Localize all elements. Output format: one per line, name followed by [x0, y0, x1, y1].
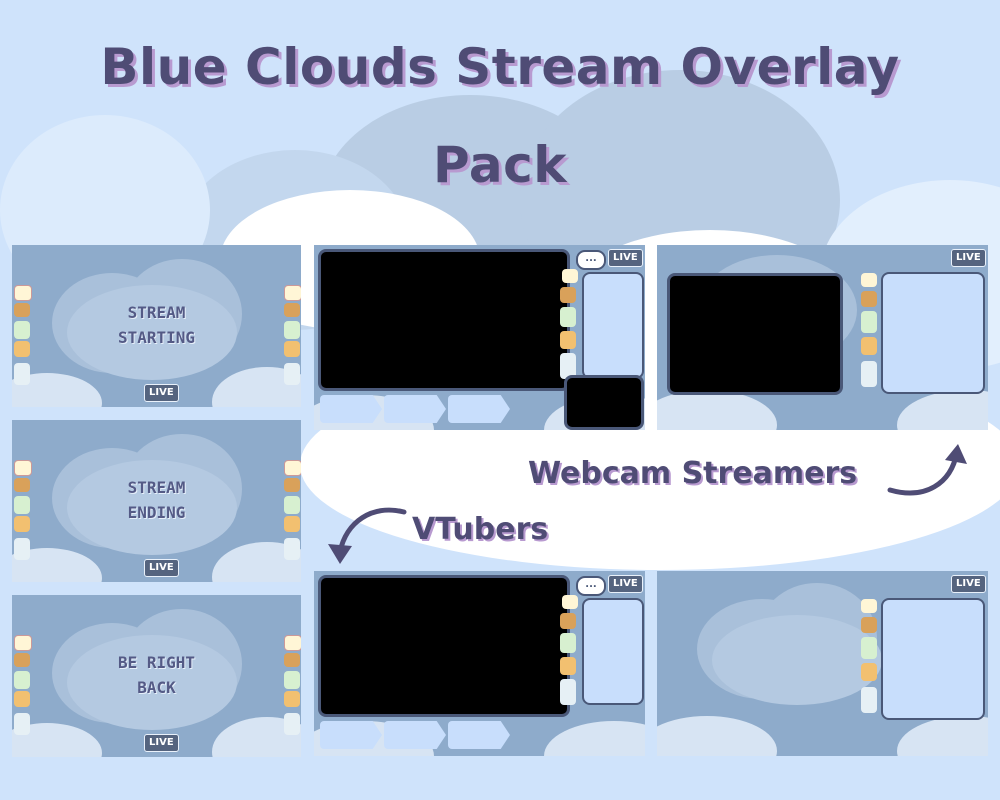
egg-icon: [861, 273, 877, 287]
milk-icon: [560, 353, 576, 379]
stream-starting-line2: STARTING: [117, 328, 196, 347]
pancake-icon: [14, 303, 30, 317]
webcam-overlay-bottom: LIVE: [657, 571, 988, 756]
yogurt-icon: [284, 496, 300, 514]
model-frame: [564, 375, 644, 430]
pancake-icon: [861, 291, 877, 307]
milk-icon: [284, 713, 300, 735]
yogurt-icon: [284, 671, 300, 689]
yogurt-icon: [861, 637, 877, 659]
chat-box: [582, 598, 644, 705]
chat-box: [582, 272, 644, 379]
live-badge: LIVE: [144, 559, 179, 577]
egg-icon: [284, 635, 301, 651]
toast-icon: [284, 341, 300, 357]
page-title: Blue Clouds Stream Overlay: [100, 38, 900, 96]
page-subtitle: Pack: [433, 136, 567, 194]
egg-icon: [284, 460, 301, 476]
alert-tab: [384, 395, 446, 423]
stream-starting-screen: STREAM STARTING LIVE: [12, 245, 301, 407]
toast-icon: [284, 691, 300, 707]
live-badge: LIVE: [951, 575, 986, 593]
pancake-icon: [560, 287, 576, 303]
yogurt-icon: [14, 321, 30, 339]
be-right-back-screen: BE RIGHT BACK LIVE: [12, 595, 301, 757]
yogurt-icon: [560, 307, 576, 327]
pancake-icon: [861, 617, 877, 633]
egg-icon: [861, 599, 877, 613]
milk-icon: [14, 713, 30, 735]
egg-icon: [562, 269, 578, 283]
pancake-icon: [14, 653, 30, 667]
pancake-icon: [284, 303, 300, 317]
egg-icon: [14, 285, 32, 301]
milk-icon: [861, 361, 877, 387]
chat-bubble-icon: ...: [576, 576, 606, 596]
yogurt-icon: [861, 311, 877, 333]
chat-bubble-icon: ...: [576, 250, 606, 270]
live-badge: LIVE: [608, 249, 643, 267]
vtuber-overlay-bottom: ... LIVE: [314, 571, 645, 756]
live-badge: LIVE: [608, 575, 643, 593]
stream-ending-line2: ENDING: [127, 503, 186, 522]
milk-icon: [284, 363, 300, 385]
pancake-icon: [560, 613, 576, 629]
milk-icon: [14, 363, 30, 385]
chat-box: [881, 272, 985, 394]
toast-icon: [284, 516, 300, 532]
stream-ending-screen: STREAM ENDING LIVE: [12, 420, 301, 582]
milk-icon: [560, 679, 576, 705]
brb-line1: BE RIGHT: [117, 653, 196, 672]
yogurt-icon: [560, 633, 576, 653]
vtuber-overlay-top: ... LIVE: [314, 245, 645, 430]
pancake-icon: [284, 478, 300, 492]
milk-icon: [14, 538, 30, 560]
live-badge: LIVE: [144, 734, 179, 752]
alert-tab: [448, 395, 510, 423]
milk-icon: [284, 538, 300, 560]
egg-icon: [284, 285, 301, 301]
yogurt-icon: [284, 321, 300, 339]
egg-icon: [14, 635, 32, 651]
alert-tab: [320, 395, 382, 423]
game-capture-frame: [318, 575, 570, 717]
alert-tab: [384, 721, 446, 749]
toast-icon: [14, 516, 30, 532]
toast-icon: [861, 337, 877, 355]
toast-icon: [14, 341, 30, 357]
webcam-overlay-top: LIVE: [657, 245, 988, 430]
game-capture-frame: [318, 249, 570, 391]
pancake-icon: [284, 653, 300, 667]
curved-arrow-icon: [328, 507, 407, 564]
live-badge: LIVE: [951, 249, 986, 267]
yogurt-icon: [14, 496, 30, 514]
egg-icon: [14, 460, 32, 476]
brb-line2: BACK: [137, 678, 176, 697]
toast-icon: [560, 331, 576, 349]
webcam-frame: [667, 273, 843, 395]
pancake-icon: [14, 478, 30, 492]
toast-icon: [14, 691, 30, 707]
alert-tab: [448, 721, 510, 749]
stream-starting-line1: STREAM: [127, 303, 186, 322]
stream-ending-line1: STREAM: [127, 478, 186, 497]
live-badge: LIVE: [144, 384, 179, 402]
webcam-streamers-label: Webcam Streamers: [528, 456, 858, 491]
chat-box: [881, 598, 985, 720]
yogurt-icon: [14, 671, 30, 689]
toast-icon: [560, 657, 576, 675]
alert-tab: [320, 721, 382, 749]
milk-icon: [861, 687, 877, 713]
curved-arrow-icon: [887, 444, 967, 496]
vtubers-label: VTubers: [412, 512, 549, 547]
egg-icon: [562, 595, 578, 609]
toast-icon: [861, 663, 877, 681]
